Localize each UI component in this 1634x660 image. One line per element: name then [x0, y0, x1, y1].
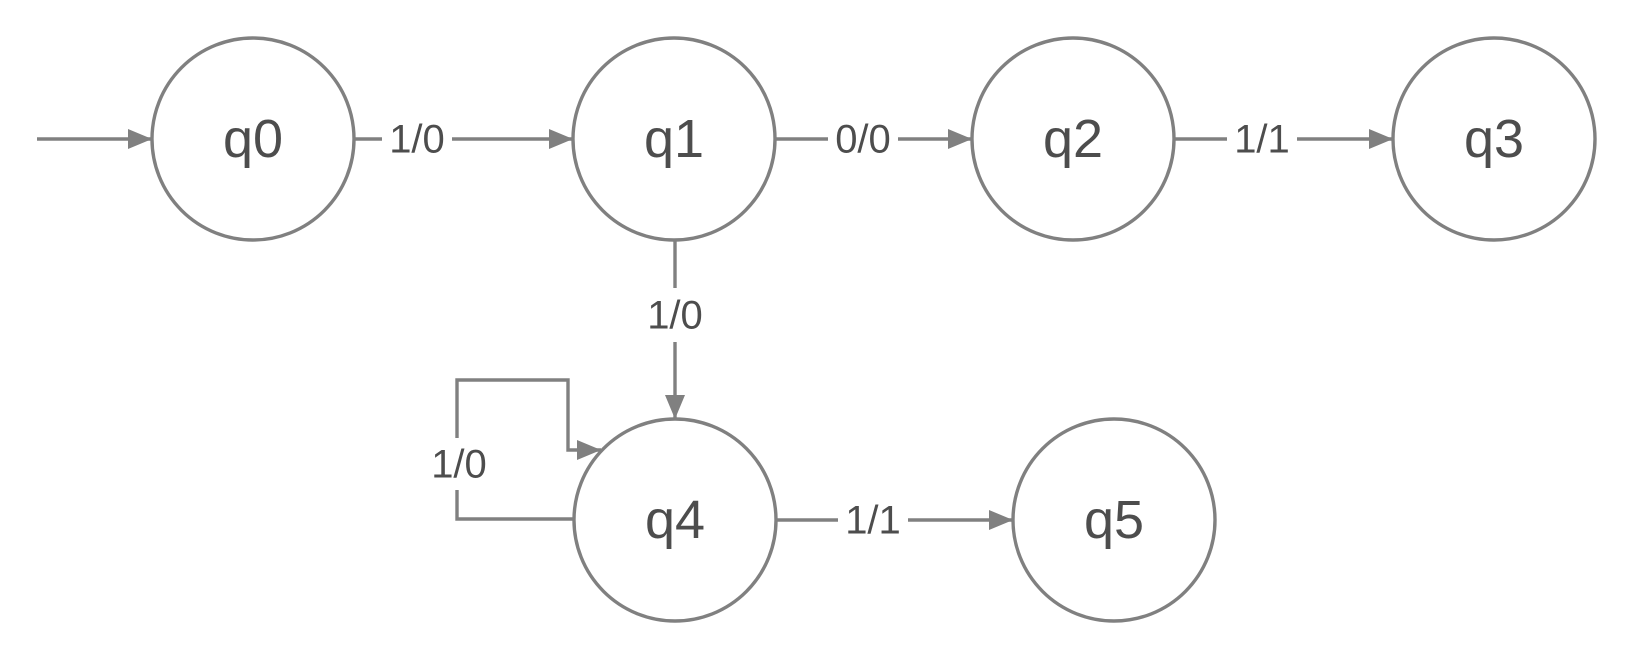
edge-label-text: 1/1: [845, 499, 901, 543]
edge-label-text: 1/0: [389, 118, 445, 162]
edge-label-bg: [1227, 116, 1297, 162]
edge-label-q1-q2: 0/0: [828, 116, 898, 162]
state-node-q4: q4: [572, 417, 778, 623]
edge-label-text: 1/0: [431, 443, 487, 487]
state-circle-q1: [571, 36, 777, 242]
edge-label-text: 1/0: [647, 294, 703, 338]
states-layer: q0 q1 q2 q3 q4 q5: [150, 36, 1597, 623]
edge-label-q4-self-loop: 1/0: [426, 438, 492, 490]
state-label-q4: q4: [645, 490, 705, 550]
edge-label-text: 0/0: [835, 118, 891, 162]
edge-label-bg: [382, 116, 452, 162]
edge-label-bg: [828, 116, 898, 162]
edge-label-q1-q4: 1/0: [640, 288, 710, 342]
edge-label-bg: [426, 438, 492, 490]
state-label-q1: q1: [644, 109, 704, 169]
edge-label-text: 1/1: [1234, 118, 1290, 162]
state-node-q5: q5: [1011, 417, 1217, 623]
edge-label-q0-q1: 1/0: [382, 116, 452, 162]
state-node-q3: q3: [1391, 36, 1597, 242]
state-circle-q0: [150, 36, 356, 242]
state-circle-q3: [1391, 36, 1597, 242]
state-label-q3: q3: [1464, 109, 1524, 169]
edge-label-q2-q3: 1/1: [1227, 116, 1297, 162]
state-node-q2: q2: [970, 36, 1176, 242]
state-label-q0: q0: [223, 109, 283, 169]
edge-label-bg: [838, 497, 908, 543]
edge-labels-layer: 1/0 0/0 1/1 1/0 1/0 1/1: [382, 116, 1297, 543]
state-circle-q2: [970, 36, 1176, 242]
state-circle-q5: [1011, 417, 1217, 623]
transition-q4-self-loop: [455, 378, 601, 521]
state-label-q5: q5: [1084, 490, 1144, 550]
state-node-q1: q1: [571, 36, 777, 242]
state-label-q2: q2: [1043, 109, 1103, 169]
edge-label-bg: [640, 288, 710, 342]
state-node-q0: q0: [150, 36, 356, 242]
state-circle-q4: [572, 417, 778, 623]
edge-label-q4-q5: 1/1: [838, 497, 908, 543]
